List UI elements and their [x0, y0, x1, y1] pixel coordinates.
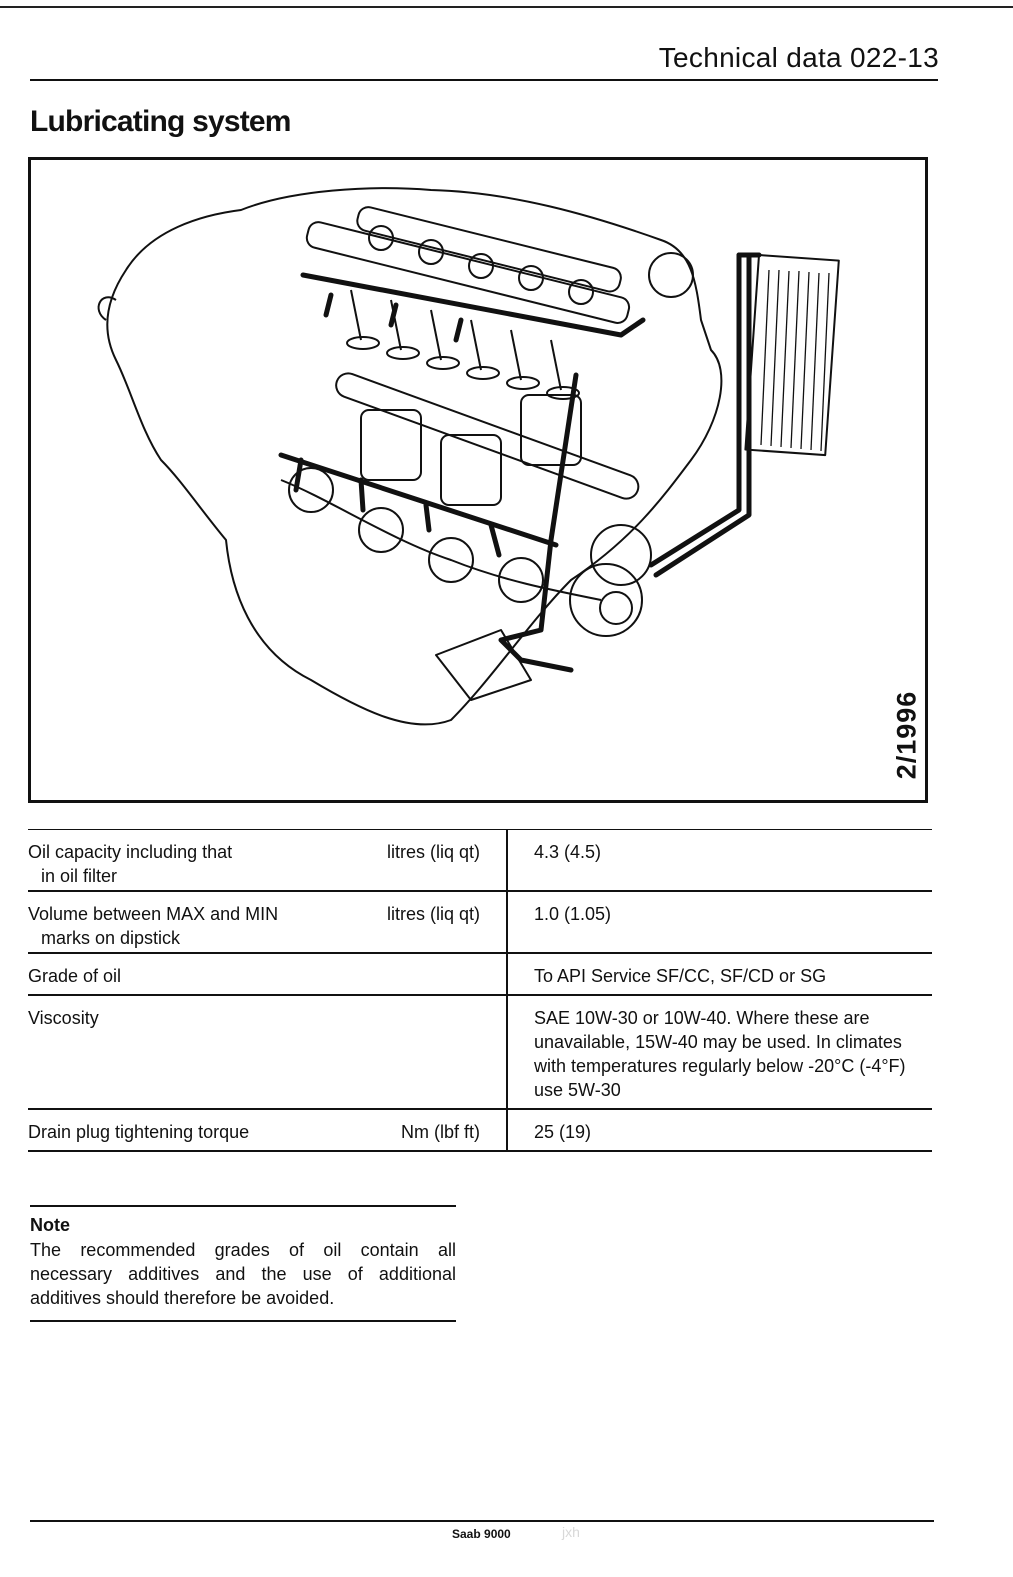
table-row: Grade of oil To API Service SF/CC, SF/CD… [28, 953, 932, 996]
valve-stem [430, 309, 442, 361]
figure-date-code: 2/1996 [891, 680, 923, 790]
spec-unit: Nm (lbf ft) [342, 1109, 507, 1152]
cam-pulley [648, 252, 694, 298]
spec-value: To API Service SF/CC, SF/CD or SG [506, 953, 932, 996]
cam-lobe [568, 279, 594, 305]
piston [440, 434, 502, 506]
valve-stem [350, 289, 362, 341]
timing-pulley [590, 524, 652, 586]
valve-head [506, 376, 540, 390]
header-rule [30, 79, 938, 81]
spec-unit [342, 953, 507, 996]
top-rule [0, 6, 1013, 8]
valve-head [466, 366, 500, 380]
oil-cooler-fins [760, 269, 830, 452]
block-cover-lobe [97, 296, 117, 321]
crank-pulley [569, 563, 643, 637]
spec-unit: litres (liq qt) [342, 829, 507, 892]
oil-branch [323, 292, 334, 318]
spec-label: Grade of oil [28, 953, 342, 996]
spec-label: Volume between MAX and MIN [28, 904, 279, 924]
oil-branch [358, 477, 366, 513]
oil-cooler [744, 253, 840, 457]
oil-branch [293, 457, 304, 493]
table-row: Drain plug tightening torque Nm (lbf ft)… [28, 1109, 932, 1152]
crank-throw [428, 537, 474, 583]
spec-unit: litres (liq qt) [342, 891, 507, 954]
valve-head [386, 346, 420, 360]
note-heading: Note [30, 1215, 70, 1235]
footer-model: Saab 9000 [452, 1527, 511, 1541]
section-title: Lubricating system [30, 105, 291, 138]
figure-date-text: 2/1996 [891, 690, 922, 780]
spec-label: Drain plug tightening torque [28, 1109, 342, 1152]
valve-stem [470, 319, 482, 371]
spec-value: 25 (19) [506, 1109, 932, 1152]
cam-lobe [418, 239, 444, 265]
cam-lobe [468, 253, 494, 279]
camshaft-lower [305, 221, 631, 324]
piston [360, 409, 422, 481]
note-box: Note The recommended grades of oil conta… [30, 1205, 456, 1322]
oil-branch [488, 522, 502, 558]
engine-block-outline [106, 187, 723, 726]
valve-head [546, 386, 580, 400]
oil-branch [423, 502, 432, 533]
oil-pickup [435, 629, 532, 701]
crank-throw [498, 557, 544, 603]
lower-oil-gallery [278, 452, 559, 548]
spec-label-continued: marks on dipstick [41, 928, 181, 948]
spec-label: Oil capacity including that [28, 842, 233, 862]
spec-label-continued: in oil filter [41, 866, 118, 886]
table-row: Viscosity SAE 10W-30 or 10W-40. Where th… [28, 995, 932, 1110]
piston [520, 394, 582, 466]
spec-label: Viscosity [28, 995, 342, 1110]
spec-value: SAE 10W-30 or 10W-40. Where these are un… [506, 995, 932, 1110]
specifications-table: Oil capacity including that in oil filte… [28, 829, 932, 1152]
oil-branch [388, 302, 399, 328]
vertical-oil-feed [498, 372, 579, 673]
footer-rule [30, 1520, 934, 1522]
engine-lubrication-diagram: 2/1996 [28, 157, 928, 803]
valve-stem [510, 329, 522, 381]
page-header-title: Technical data 022-13 [658, 42, 939, 73]
valve-head [346, 336, 380, 350]
engine-illustration [97, 187, 840, 726]
spec-unit [342, 995, 507, 1110]
upper-oil-gallery [300, 272, 646, 338]
table-row: Volume between MAX and MIN marks on dips… [28, 891, 932, 954]
spec-value: 1.0 (1.05) [506, 891, 932, 954]
note-top-rule [30, 1205, 456, 1207]
valve-head [426, 356, 460, 370]
crankshaft [280, 479, 602, 601]
note-bottom-rule [30, 1320, 456, 1322]
oil-galleries [278, 252, 762, 673]
spec-value: 4.3 (4.5) [506, 829, 932, 892]
valve-stem [550, 339, 562, 391]
crank-throw [358, 507, 404, 553]
footer-faint-mark: jxh [562, 1524, 580, 1540]
oil-branch [453, 317, 464, 343]
crank-pulley-hub [599, 591, 633, 625]
table-row: Oil capacity including that in oil filte… [28, 829, 932, 892]
cam-lobe [368, 225, 394, 251]
balance-shaft [335, 372, 640, 500]
cooler-pipe-supply [648, 252, 742, 568]
crank-throw [288, 467, 334, 513]
note-body: The recommended grades of oil contain al… [30, 1240, 456, 1308]
camshaft-upper [356, 206, 622, 293]
cam-lobe [518, 265, 544, 291]
cooler-pipe-return [653, 252, 752, 578]
